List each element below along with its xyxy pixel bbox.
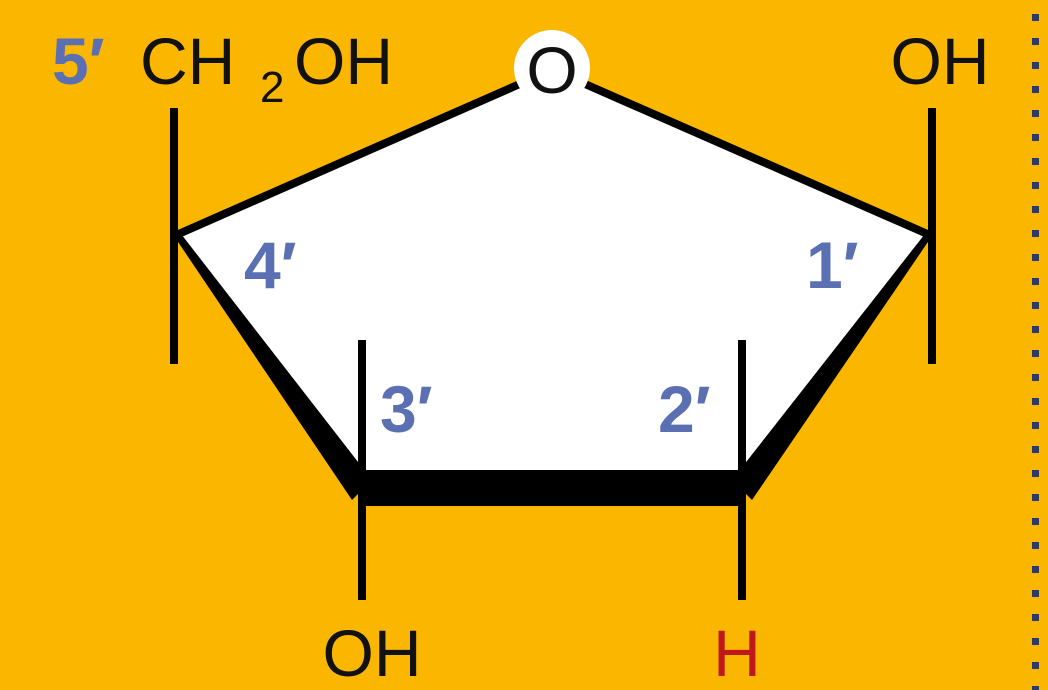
border-dot [1032, 662, 1039, 669]
border-dot [1032, 326, 1039, 333]
border-dot [1032, 278, 1039, 285]
border-dot [1032, 398, 1039, 405]
c5-group-subscript: 2 [260, 63, 284, 112]
c2-hydrogen-label: H [713, 616, 761, 690]
border-dot [1032, 158, 1039, 165]
border-dot [1032, 638, 1039, 645]
border-dot [1032, 350, 1039, 357]
border-dot [1032, 446, 1039, 453]
ring-oxygen-label: O [526, 33, 577, 107]
wedge-bond-c1-c2 [732, 230, 932, 500]
carbon-2-number: 2′ [658, 372, 711, 446]
c1-hydroxyl-label: OH [891, 24, 990, 98]
carbon-3-number: 3′ [380, 372, 433, 446]
ring-oxygen-backdrop [514, 30, 590, 106]
bond-c4-o [172, 79, 524, 240]
border-dot [1032, 38, 1039, 45]
bold-bond-c3-c2 [358, 470, 746, 506]
border-dot [1032, 518, 1039, 525]
border-dot [1032, 86, 1039, 93]
c3-hydroxyl-label: OH [323, 616, 422, 690]
border-dot [1032, 590, 1039, 597]
border-dot [1032, 230, 1039, 237]
carbon-1-number: 1′ [806, 228, 859, 302]
c5-group-oh: OH [294, 24, 393, 98]
border-dot [1032, 422, 1039, 429]
border-dot [1032, 686, 1039, 690]
border-dot [1032, 14, 1039, 21]
carbon-5-number: 5′ [52, 24, 105, 98]
border-dot [1032, 110, 1039, 117]
border-dot [1032, 302, 1039, 309]
wedge-bond-c4-c3 [174, 230, 372, 500]
border-dot [1032, 134, 1039, 141]
border-dot [1032, 494, 1039, 501]
c5-group-ch: CH [140, 24, 235, 98]
border-dot [1032, 470, 1039, 477]
bond-o-c1 [583, 80, 934, 240]
border-dot [1032, 182, 1039, 189]
dotted-border-right [1032, 14, 1039, 690]
border-dot [1032, 62, 1039, 69]
border-dot [1032, 542, 1039, 549]
border-dot [1032, 206, 1039, 213]
border-dot [1032, 566, 1039, 573]
border-dot [1032, 254, 1039, 261]
border-dot [1032, 374, 1039, 381]
border-dot [1032, 614, 1039, 621]
carbon-4-number: 4′ [244, 228, 297, 302]
